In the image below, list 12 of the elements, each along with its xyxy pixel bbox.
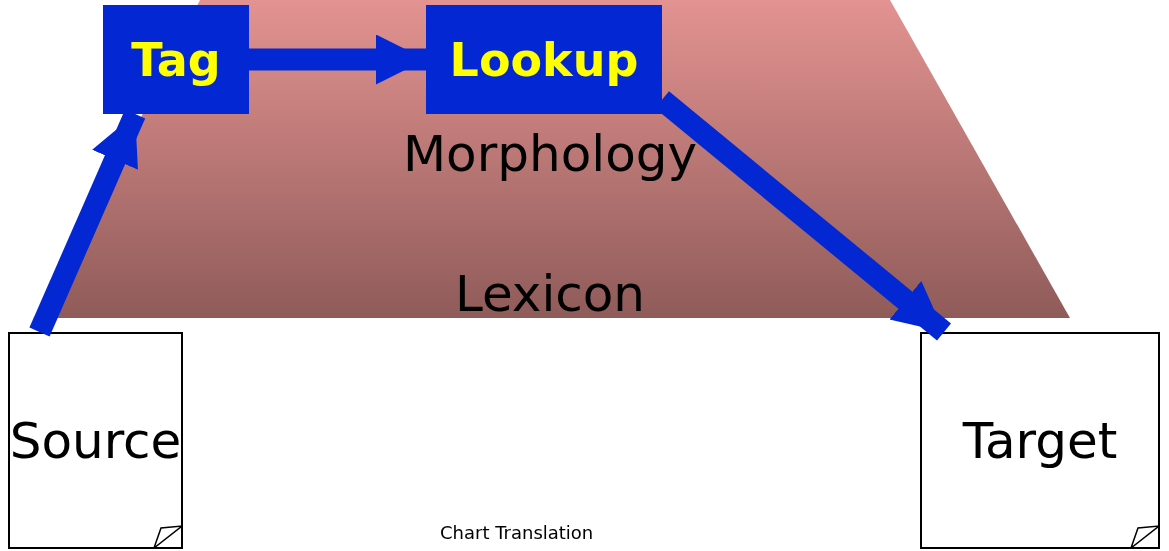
process-box [426, 5, 662, 114]
layer-label: Morphology [402, 125, 698, 183]
layer-label: Lexicon [454, 265, 646, 323]
process-box [103, 5, 249, 114]
document-label: Target [962, 411, 1118, 470]
arrow [249, 34, 426, 85]
box-label: Lookup [449, 32, 639, 87]
box-label: Tag [131, 32, 221, 87]
document-page [8, 332, 183, 549]
document-page [920, 332, 1160, 549]
document-label: Source [9, 411, 182, 470]
caption-text: Chart Translation [440, 522, 594, 543]
